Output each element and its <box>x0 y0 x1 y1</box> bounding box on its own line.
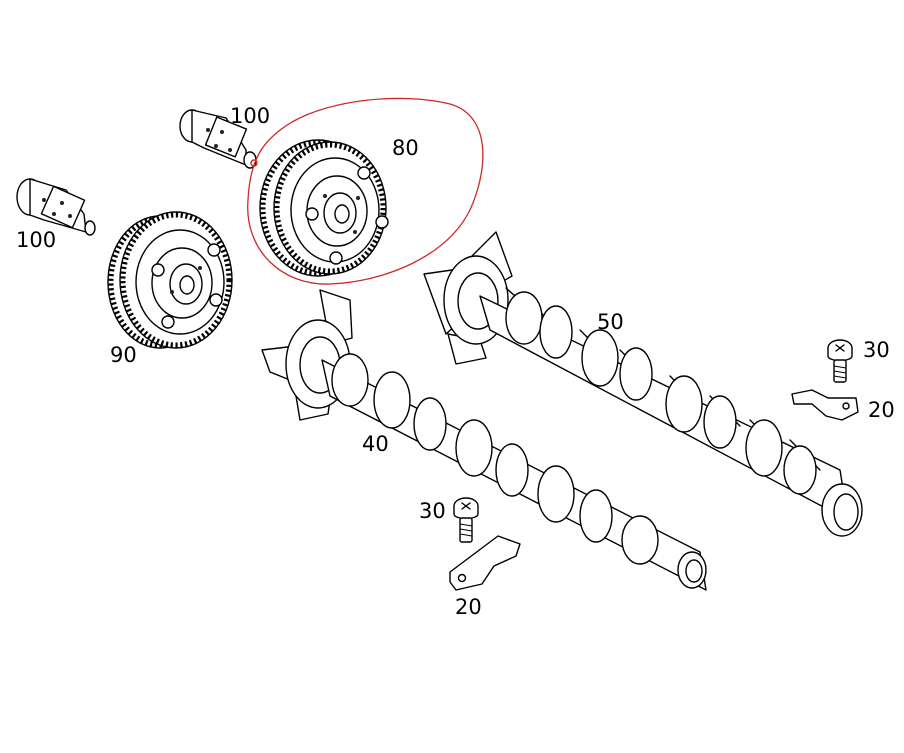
solenoid-valve-100-upper <box>179 109 258 169</box>
solenoid-valve-100-left <box>16 178 96 236</box>
callout-20-lower: 20 <box>455 595 482 619</box>
camshaft-40 <box>261 289 707 591</box>
camshaft-adjuster-90 <box>107 211 233 349</box>
callout-80: 80 <box>392 136 419 160</box>
callout-100-left: 100 <box>16 228 57 252</box>
bolt-30-right <box>827 339 853 383</box>
callout-30-right: 30 <box>863 338 890 362</box>
bolt-30-lower <box>453 497 479 543</box>
callout-50: 50 <box>597 310 624 334</box>
bracket-20-right <box>791 389 859 421</box>
callout-30-lower: 30 <box>419 499 446 523</box>
callout-90: 90 <box>110 343 137 367</box>
callout-100-upper: 100 <box>230 104 271 128</box>
camshaft-adjuster-80 <box>259 139 389 277</box>
callout-40: 40 <box>362 432 389 456</box>
bracket-20-lower <box>449 535 521 591</box>
camshaft-50 <box>423 231 863 537</box>
highlight-circle <box>247 97 484 285</box>
callout-20-right: 20 <box>868 398 895 422</box>
